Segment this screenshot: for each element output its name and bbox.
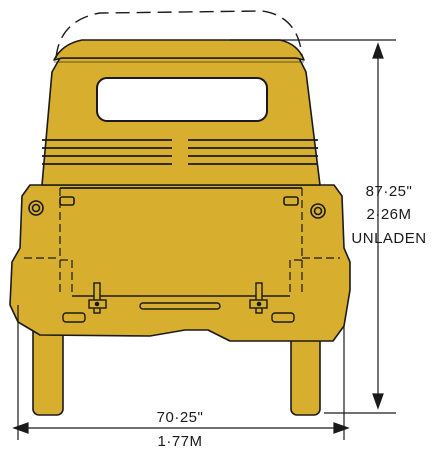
height-arrow-top [372,42,384,59]
lower-body [9,184,351,342]
height-metric-label: 2·26M [366,206,411,223]
width-arrow-left [12,422,29,434]
reflectors [62,312,295,323]
left-tail-lamp [28,200,44,216]
rear-window [96,77,268,122]
louvre-grilles [42,139,318,165]
width-arrow-right [333,422,350,434]
roof-trim [53,39,305,61]
dimension-lines [12,39,396,440]
height-imperial-label: 87·25" [366,183,413,200]
canopy-outline [55,10,303,59]
tail-lamps [28,196,326,219]
right-tail-lamp [310,203,326,219]
height-note-label: UNLADEN [351,230,426,247]
width-imperial-label: 70·25" [157,409,204,426]
left-wheel [32,324,64,416]
tailgate-panel [24,187,340,297]
tailgate-hinges [88,282,268,314]
width-metric-label: 1·77M [157,433,202,450]
height-arrow-bottom [372,393,384,410]
number-plate-bar [139,302,221,310]
